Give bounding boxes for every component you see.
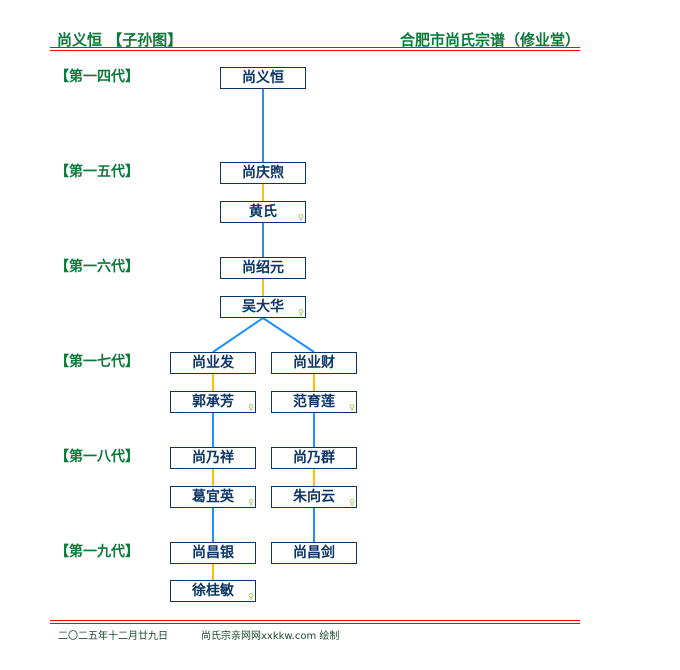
- spouse-box[interactable]: 范育莲 ♀: [271, 391, 357, 413]
- generation-label: 【第一五代】: [55, 164, 139, 180]
- person-name: 朱向云: [293, 489, 335, 505]
- person-name: 尚义恒: [242, 70, 284, 86]
- spouse-box[interactable]: 朱向云 ♀: [271, 486, 357, 508]
- footer-credit: 尚氏宗亲网网xxkkw.com 绘制: [201, 631, 340, 642]
- person-name: 吴大华: [242, 299, 284, 315]
- female-icon: ♀: [248, 498, 254, 507]
- person-name: 尚业发: [192, 355, 234, 371]
- generation-label: 【第一六代】: [55, 259, 139, 275]
- generation-label: 【第一九代】: [55, 544, 139, 560]
- spouse-box[interactable]: 郭承芳 ♀: [170, 391, 256, 413]
- header-clan: 合肥市尚氏宗谱（修业堂）: [399, 31, 580, 49]
- female-icon: ♀: [298, 308, 304, 317]
- spouse-box[interactable]: 徐桂敏 ♀: [170, 580, 256, 602]
- generation-label: 【第一七代】: [55, 354, 139, 370]
- female-icon: ♀: [298, 213, 304, 222]
- person-name: 徐桂敏: [192, 583, 234, 599]
- person-name: 葛宜英: [192, 489, 234, 505]
- spouse-box[interactable]: 吴大华 ♀: [220, 296, 306, 318]
- person-name: 尚乃祥: [192, 450, 234, 466]
- person-box[interactable]: 尚昌剑: [271, 542, 357, 564]
- spouse-box[interactable]: 葛宜英 ♀: [170, 486, 256, 508]
- female-icon: ♀: [248, 403, 254, 412]
- female-icon: ♀: [349, 403, 355, 412]
- person-name: 尚绍元: [242, 260, 284, 276]
- spouse-box[interactable]: 黄氏 ♀: [220, 201, 306, 223]
- header-rule: [50, 50, 580, 51]
- header-title: 尚义恒 【子孙图】: [57, 31, 183, 49]
- person-box[interactable]: 尚义恒: [220, 67, 306, 89]
- footer-date: 二〇二五年十二月廿九日: [58, 631, 168, 642]
- person-name: 范育莲: [293, 394, 335, 410]
- female-icon: ♀: [248, 592, 254, 601]
- person-box[interactable]: 尚庆煦: [220, 162, 306, 184]
- person-name: 尚乃群: [293, 450, 335, 466]
- footer-rule: [50, 623, 580, 624]
- person-box[interactable]: 尚昌银: [170, 542, 256, 564]
- person-name: 尚昌剑: [293, 545, 335, 561]
- person-box[interactable]: 尚业财: [271, 352, 357, 374]
- header-rule: [50, 47, 580, 48]
- person-name: 尚昌银: [192, 545, 234, 561]
- person-name: 黄氏: [249, 204, 277, 220]
- lineage-line: [262, 317, 315, 353]
- generation-label: 【第一四代】: [55, 69, 139, 85]
- person-box[interactable]: 尚绍元: [220, 257, 306, 279]
- person-name: 尚业财: [293, 355, 335, 371]
- person-name: 尚庆煦: [242, 165, 284, 181]
- generation-label: 【第一八代】: [55, 449, 139, 465]
- footer-rule: [50, 620, 580, 621]
- person-name: 郭承芳: [192, 394, 234, 410]
- lineage-line: [212, 317, 264, 353]
- person-box[interactable]: 尚业发: [170, 352, 256, 374]
- person-box[interactable]: 尚乃群: [271, 447, 357, 469]
- person-box[interactable]: 尚乃祥: [170, 447, 256, 469]
- female-icon: ♀: [349, 498, 355, 507]
